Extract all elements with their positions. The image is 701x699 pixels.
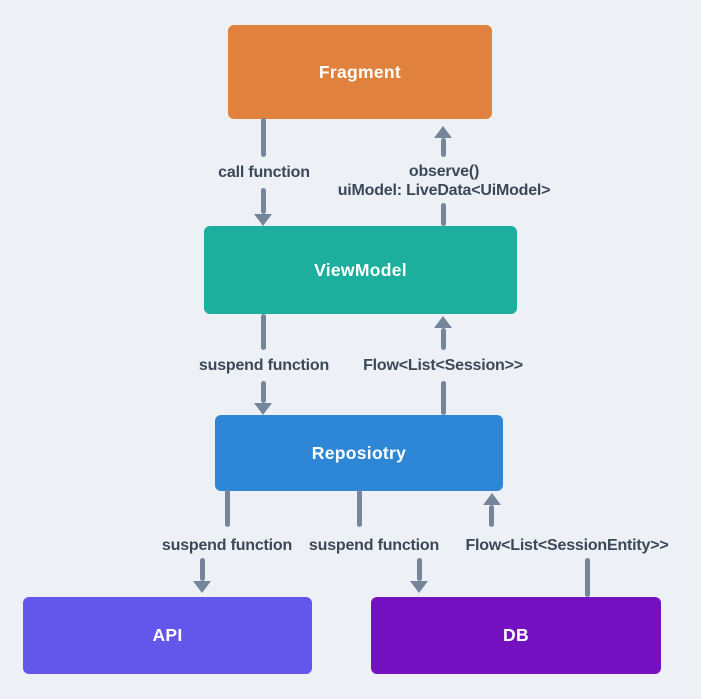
edge-label-observe-line2: uiModel: LiveData<UiModel> [337, 182, 551, 199]
arrow-repository-to-api-tail [225, 490, 230, 527]
arrow-repository-to-db-tail [357, 490, 362, 527]
arrow-repository-to-db-shaft [417, 558, 422, 581]
node-api-label: API [152, 625, 183, 645]
arrow-viewmodel-to-repository-shaft [261, 381, 266, 403]
arrow-viewmodel-to-fragment-tail [441, 203, 446, 226]
arrow-repository-to-api-head-icon [193, 581, 211, 593]
node-repository: Reposiotry [215, 415, 503, 491]
arrow-viewmodel-to-fragment-shaft [441, 138, 446, 157]
node-fragment: Fragment [228, 25, 492, 119]
arrow-fragment-to-viewmodel-shaft [261, 188, 266, 214]
node-viewmodel-label: ViewModel [314, 259, 407, 280]
edge-label-suspend-function-api: suspend function [161, 537, 293, 554]
arrow-db-to-repository-shaft [489, 505, 494, 527]
edge-label-suspend-function-db: suspend function [308, 537, 440, 554]
edge-label-call-function: call function [218, 164, 310, 181]
edge-label-observe: observe() uiModel: LiveData<UiModel> [338, 162, 551, 200]
arrow-db-to-repository-head-icon [483, 493, 501, 505]
edge-label-suspend-function-viewmodel: suspend function [198, 357, 330, 374]
node-viewmodel: ViewModel [204, 226, 517, 314]
arrow-repository-to-viewmodel-shaft [441, 328, 446, 350]
edge-label-flow-list-session: Flow<List<Session>> [363, 357, 523, 374]
arrow-fragment-to-viewmodel-tail [261, 118, 266, 157]
edge-label-observe-line1: observe() [408, 163, 480, 180]
arrow-db-to-repository-tail [585, 558, 590, 597]
node-db: DB [371, 597, 661, 674]
arrow-fragment-to-viewmodel-head-icon [254, 214, 272, 226]
arrow-repository-to-viewmodel-tail [441, 381, 446, 415]
node-repository-label: Reposiotry [311, 442, 407, 463]
arrow-viewmodel-to-fragment-head-icon [434, 126, 452, 138]
node-fragment-label: Fragment [318, 61, 402, 82]
arrow-viewmodel-to-repository-head-icon [254, 403, 272, 415]
arrow-repository-to-viewmodel-head-icon [434, 316, 452, 328]
arrow-repository-to-db-head-icon [410, 581, 428, 593]
arrow-repository-to-api-shaft [200, 558, 205, 581]
arrow-viewmodel-to-repository-tail [261, 314, 266, 350]
node-api: API [23, 597, 312, 674]
edge-label-flow-list-sessionentity: Flow<List<SessionEntity>> [465, 537, 669, 554]
node-db-label: DB [503, 625, 529, 645]
